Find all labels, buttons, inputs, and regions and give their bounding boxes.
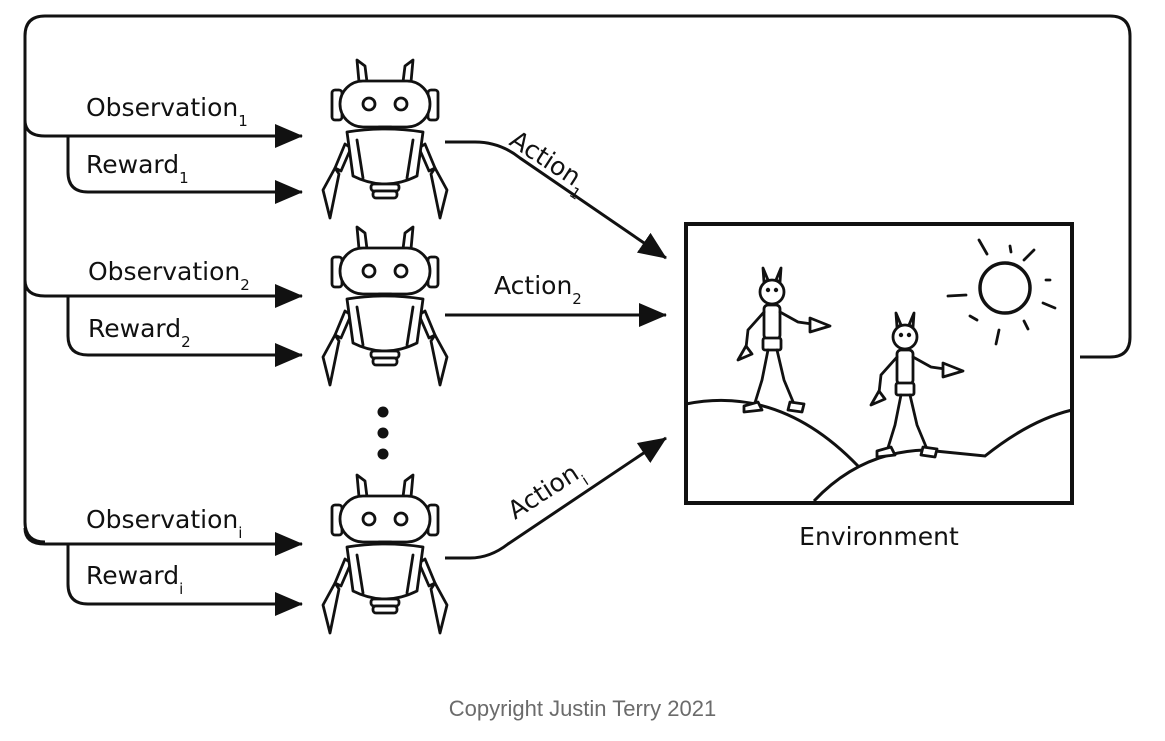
observation-1-arrow [23, 119, 303, 148]
observation-i-arrow [23, 527, 303, 556]
sun-icon [946, 238, 1057, 346]
reward-i-arrow [66, 544, 303, 616]
agent-2-robot-icon [321, 225, 449, 387]
observation-i-label: Observationi [86, 505, 242, 542]
environment-panel [684, 222, 1074, 505]
action-1-label: Action1 [500, 125, 594, 204]
environment-label: Environment [799, 522, 959, 551]
reward-2-label: Reward2 [88, 314, 191, 351]
reward-i-label: Rewardi [86, 561, 183, 598]
observation-1-label: Observation1 [86, 93, 248, 130]
reward-2-arrow [66, 296, 303, 367]
action-i-label: Actioni [502, 456, 591, 532]
agent-i-robot-icon [321, 473, 449, 635]
observation-2-label: Observation2 [88, 257, 250, 294]
observation-2-arrow [23, 279, 303, 308]
action-1-arrow [445, 140, 667, 260]
reward-1-arrow [66, 136, 303, 204]
action-2-label: Action2 [494, 271, 582, 308]
ellipsis-dots [377, 406, 389, 460]
hill-back [685, 398, 860, 468]
action-i-arrow [445, 436, 667, 560]
copyright-caption: Copyright Justin Terry 2021 [448, 696, 717, 721]
agent-1-robot-icon [321, 58, 449, 220]
reward-1-label: Reward1 [86, 150, 189, 187]
